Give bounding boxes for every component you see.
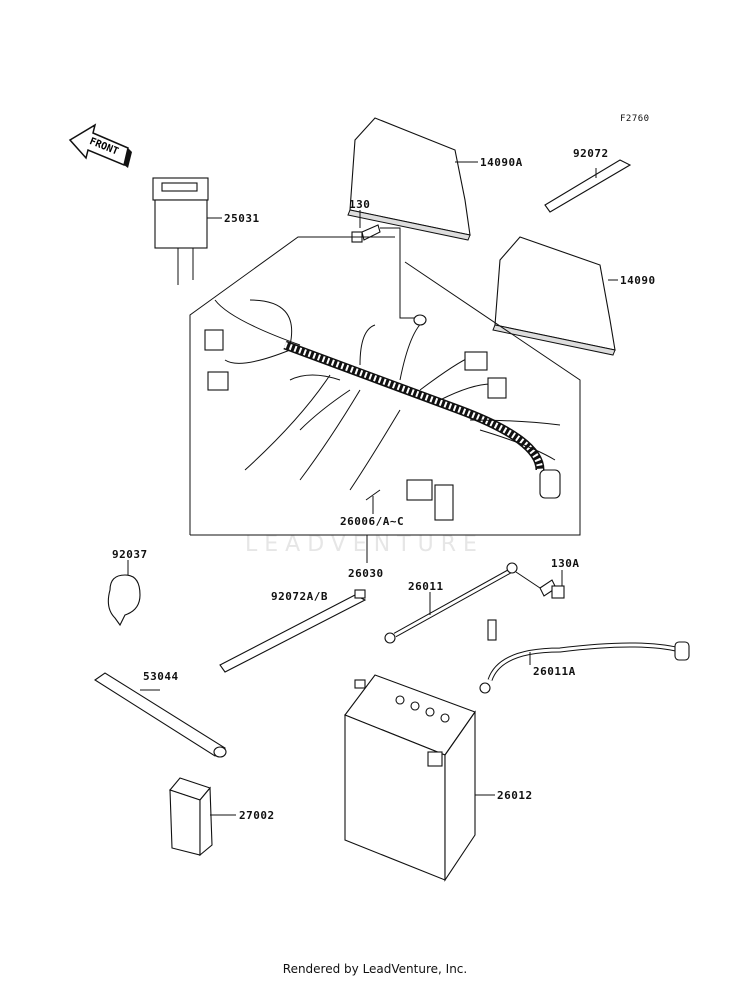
battery-26012[interactable] bbox=[344, 674, 495, 882]
strap-92072[interactable] bbox=[544, 159, 632, 213]
footer-credit: Rendered by LeadVenture, Inc. bbox=[282, 962, 468, 976]
watermark: LEADVENTURE bbox=[245, 532, 484, 557]
relay-27002[interactable] bbox=[169, 777, 236, 857]
strap-92072AB[interactable] bbox=[219, 589, 367, 673]
label-27002: 27002 bbox=[239, 809, 275, 822]
label-92072AB: 92072A/B bbox=[271, 590, 328, 603]
lead-26011[interactable] bbox=[384, 562, 518, 644]
harness-frame-right bbox=[190, 261, 581, 536]
lead-26011A[interactable] bbox=[479, 619, 690, 694]
harness-frame-left bbox=[189, 236, 395, 535]
tube-53044[interactable] bbox=[94, 672, 227, 758]
label-14090: 14090 bbox=[620, 274, 656, 287]
bolt-130A[interactable] bbox=[515, 570, 565, 599]
wiring-harness-26030[interactable] bbox=[204, 299, 561, 521]
diagram-code: F2760 bbox=[620, 114, 650, 124]
front-arrow-icon: FRONT bbox=[68, 123, 132, 168]
label-53044: 53044 bbox=[143, 670, 179, 683]
label-26030: 26030 bbox=[348, 567, 384, 580]
cover-14090A[interactable] bbox=[347, 117, 478, 241]
label-26011: 26011 bbox=[408, 580, 444, 593]
label-130A: 130A bbox=[551, 557, 580, 570]
cover-14090[interactable] bbox=[492, 236, 618, 356]
label-14090A: 14090A bbox=[480, 156, 523, 169]
label-26011A: 26011A bbox=[533, 665, 576, 678]
label-25031: 25031 bbox=[224, 212, 260, 225]
label-26006: 26006/A~C bbox=[340, 515, 404, 528]
label-92072: 92072 bbox=[573, 147, 609, 160]
label-92037: 92037 bbox=[112, 548, 148, 561]
hour-meter-25031[interactable] bbox=[152, 177, 222, 285]
clamp-92037[interactable] bbox=[107, 560, 141, 627]
label-130: 130 bbox=[349, 198, 370, 211]
label-26012: 26012 bbox=[497, 789, 533, 802]
